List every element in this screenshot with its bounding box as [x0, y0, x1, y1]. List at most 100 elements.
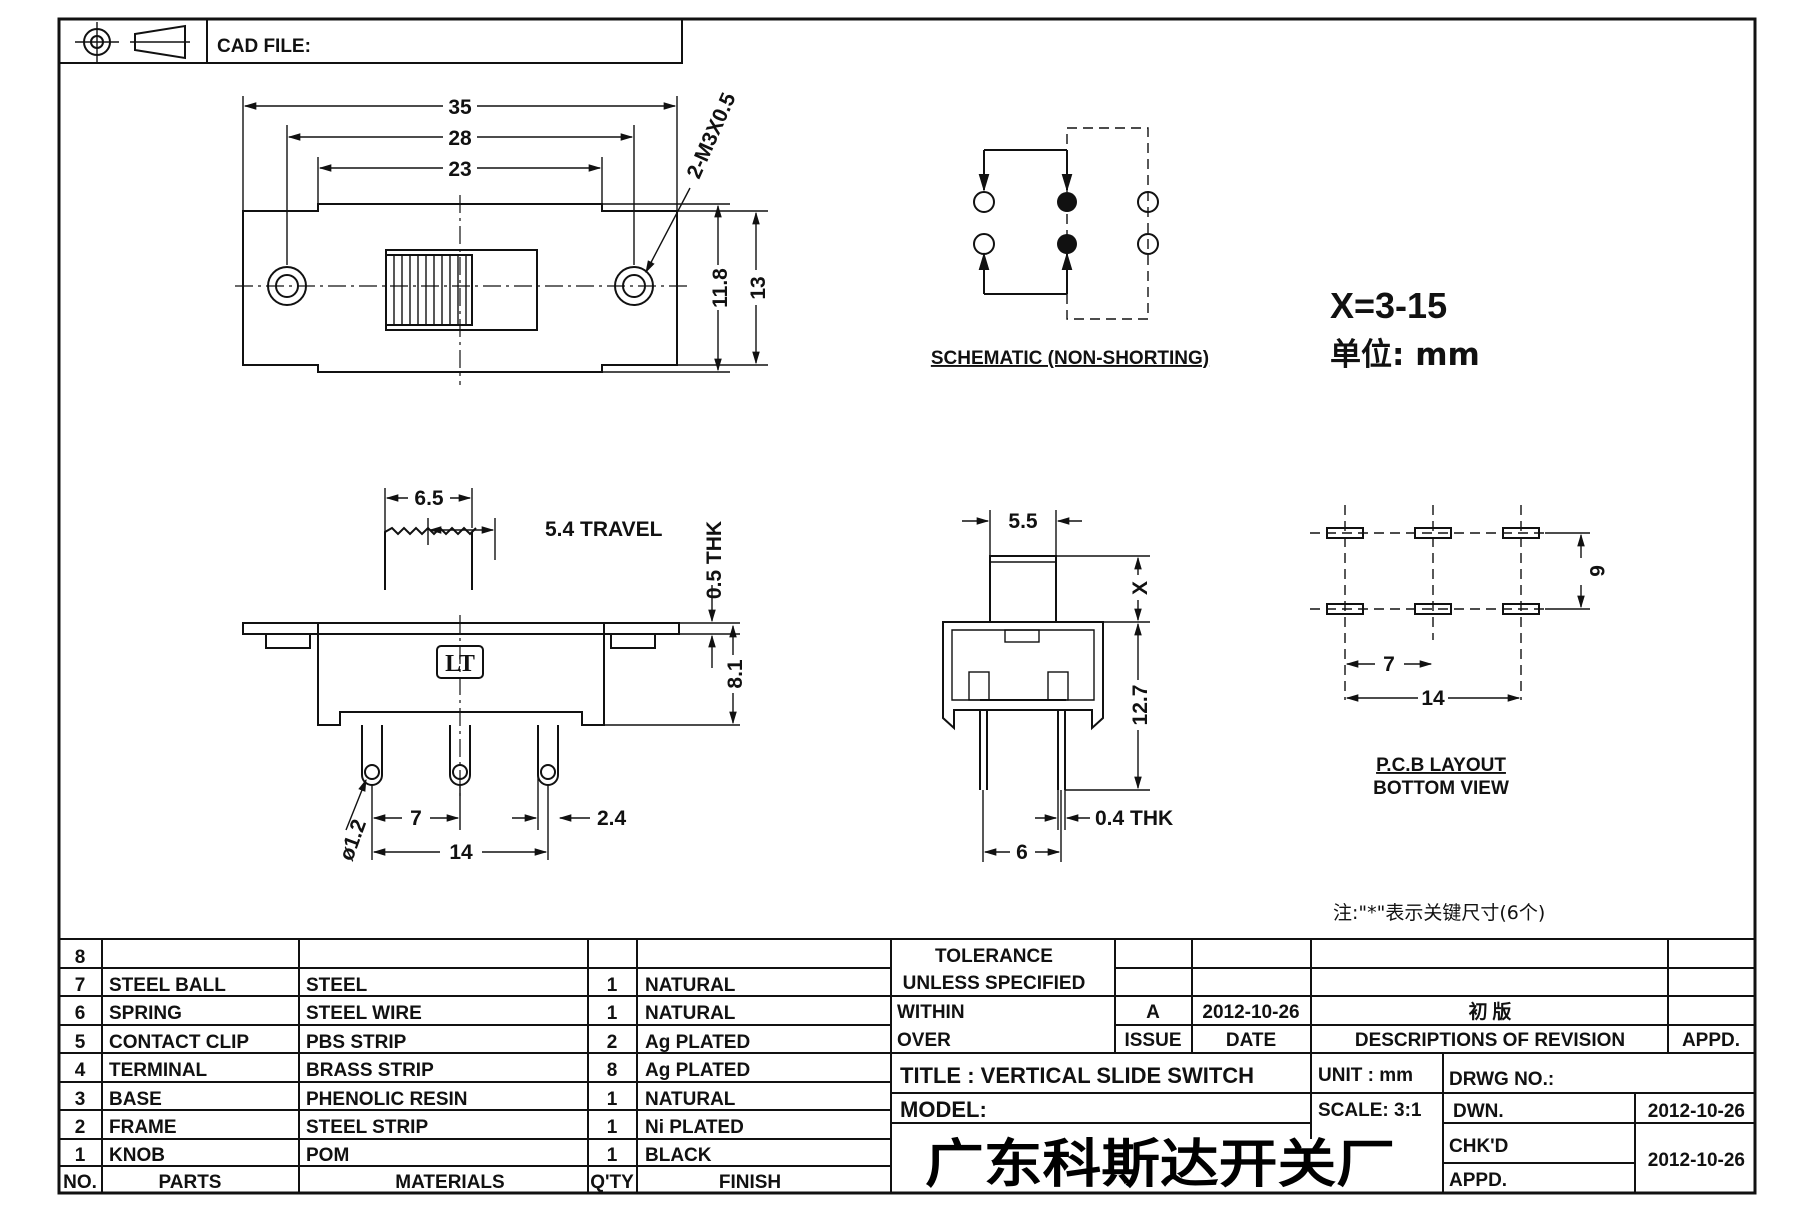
pcb-caption-1: P.C.B LAYOUT: [1376, 755, 1506, 776]
row-part: CONTACT CLIP: [109, 1032, 249, 1053]
dim-7: 7: [410, 807, 422, 830]
row-part: TERMINAL: [109, 1060, 208, 1081]
row-material: STEEL STRIP: [306, 1117, 428, 1138]
dim-6: 6: [1016, 841, 1028, 864]
model-label: MODEL:: [900, 1097, 987, 1122]
row-finish: BLACK: [645, 1145, 712, 1166]
housing-end: [942, 621, 1104, 731]
dim-13: 13: [747, 276, 770, 299]
row-qty: 1: [607, 1117, 618, 1138]
row-qty: 1: [607, 1145, 618, 1166]
issue-label: ISSUE: [1124, 1030, 1181, 1051]
row-finish: Ag PLATED: [645, 1032, 750, 1053]
row-no: 8: [75, 947, 86, 968]
slot: [385, 249, 538, 331]
sheet-border: [57, 17, 1757, 1195]
schematic: SCHEMATIC (NON-SHORTING): [931, 127, 1209, 369]
thread-note: 2-M3X0.5: [683, 89, 741, 182]
row-qty: 1: [607, 1003, 618, 1024]
dim-28: 28: [448, 127, 472, 150]
frame-flange: [242, 622, 680, 635]
pcb-layout: 6 7 14 P.C.B LAYOUT BOTTOM VIEW: [1310, 505, 1608, 799]
row-part: BASE: [109, 1089, 162, 1110]
key-dimension-footnote: 注:"*"表示关键尺寸(6个): [1333, 902, 1545, 924]
appd-label: APPD.: [1682, 1030, 1740, 1051]
top-view: 35 28 23 11.8 13 2-M3X0.5: [235, 89, 770, 385]
dim-23: 23: [448, 158, 471, 181]
side-view: LT 6.5 5.4 TRAVEL 0.5 THK 8.1: [242, 487, 747, 864]
thk-0-4: 0.4 THK: [1095, 807, 1173, 830]
travel-label: 5.4 TRAVEL: [545, 518, 663, 541]
chkd-date: 2012-10-26: [1648, 1150, 1745, 1171]
housing: [317, 623, 605, 726]
row-finish: NATURAL: [645, 975, 736, 996]
row-material: STEEL WIRE: [306, 1003, 422, 1024]
unit-field: UNIT : mm: [1318, 1065, 1413, 1086]
terminal-common: [1057, 192, 1077, 212]
schematic-caption: SCHEMATIC (NON-SHORTING): [931, 348, 1209, 369]
pad: [1326, 527, 1364, 539]
terminal-open: [1137, 191, 1159, 213]
actuator-dashed-box: [1066, 127, 1149, 320]
pcb-dim-6: 6: [1585, 565, 1608, 577]
end-view: 5.5 X 12.7 0.4 THK 6: [942, 510, 1173, 864]
row-material: PHENOLIC RESIN: [306, 1089, 468, 1110]
row-part: FRAME: [109, 1117, 177, 1138]
dim-x: X: [1129, 581, 1152, 595]
tolerance-label: TOLERANCE: [935, 946, 1053, 967]
knob-side: [384, 526, 477, 590]
dim-5-5: 5.5: [1008, 510, 1038, 533]
pcb-dim-7: 7: [1383, 653, 1395, 676]
row-material: BRASS STRIP: [306, 1060, 434, 1081]
pad: [1502, 527, 1540, 539]
dim-8-1: 8.1: [724, 659, 747, 689]
cad-file-label: CAD FILE:: [217, 36, 311, 57]
x-range-note: X=3-15: [1330, 285, 1447, 326]
company-name: 广东科斯达开关厂: [925, 1135, 1395, 1195]
parts-table: 8 7 STEEL BALL STEEL 1 NATURAL 6 SPRING …: [59, 938, 1755, 1193]
pad: [1502, 603, 1540, 615]
drwg-no-label: DRWG NO.:: [1449, 1069, 1554, 1090]
dim-12-7: 12.7: [1129, 685, 1152, 726]
terminal-open: [1137, 233, 1159, 255]
header-qty: Q'TY: [590, 1172, 634, 1193]
row-material: PBS STRIP: [306, 1032, 407, 1053]
row-qty: 2: [607, 1032, 618, 1053]
row-qty: 1: [607, 1089, 618, 1110]
title-block: TOLERANCE UNLESS SPECIFIED WITHIN OVER A…: [891, 939, 1755, 1195]
pad: [1326, 603, 1364, 615]
row-finish: Ni PLATED: [645, 1117, 744, 1138]
row-qty: 8: [607, 1060, 618, 1081]
pcb-caption-2: BOTTOM VIEW: [1373, 778, 1509, 799]
pad: [1414, 603, 1452, 615]
rev-description: 初 版: [1469, 1000, 1512, 1023]
desc-revision-label: DESCRIPTIONS OF REVISION: [1355, 1030, 1625, 1051]
row-part: KNOB: [109, 1145, 165, 1166]
header-no: NO.: [63, 1172, 97, 1193]
row-material: POM: [306, 1145, 349, 1166]
row-finish: NATURAL: [645, 1089, 736, 1110]
dim-2-4: 2.4: [597, 807, 627, 830]
row-qty: 1: [607, 975, 618, 996]
pcb-dim-14: 14: [1421, 687, 1445, 710]
row-part: STEEL BALL: [109, 975, 226, 996]
row-no: 4: [75, 1060, 86, 1081]
dwn-date: 2012-10-26: [1648, 1101, 1745, 1122]
row-material: STEEL: [306, 975, 368, 996]
row-no: 2: [75, 1117, 86, 1138]
dim-11-8: 11.8: [709, 268, 732, 308]
hole-dia: ø1.2: [335, 816, 371, 863]
row-no: 3: [75, 1089, 86, 1110]
header-parts: PARTS: [159, 1172, 222, 1193]
thk-0-5: 0.5 THK: [703, 521, 726, 599]
within-label: WITHIN: [897, 1002, 965, 1023]
terminal-open: [973, 191, 995, 213]
dim-35: 35: [448, 96, 472, 119]
dwn-label: DWN.: [1453, 1101, 1504, 1122]
row-part: SPRING: [109, 1003, 182, 1024]
dim-14: 14: [449, 841, 473, 864]
row-finish: NATURAL: [645, 1003, 736, 1024]
date-label: DATE: [1226, 1030, 1276, 1051]
rev-date: 2012-10-26: [1202, 1002, 1299, 1023]
